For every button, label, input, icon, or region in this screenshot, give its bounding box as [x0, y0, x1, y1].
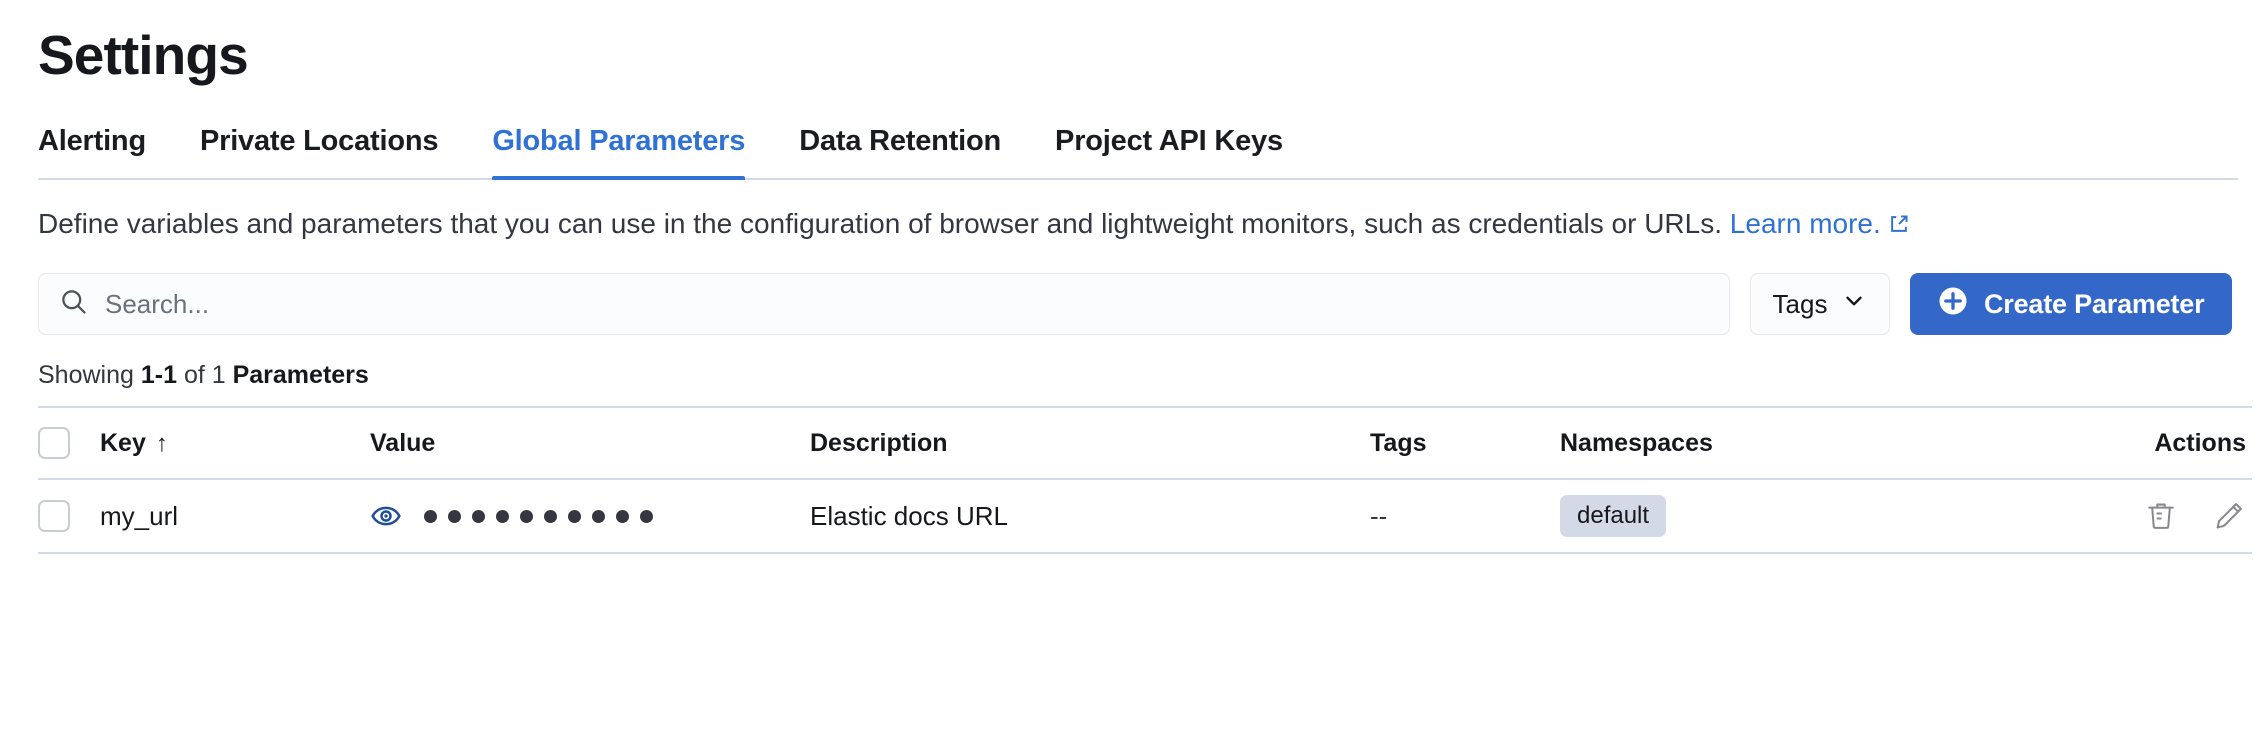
column-header-key-label: Key: [100, 428, 146, 457]
sort-ascending-icon: ↑: [155, 429, 168, 457]
cell-value: [370, 500, 810, 532]
tags-filter-label: Tags: [1772, 288, 1828, 319]
controls-row: Search... Tags Create Parameter: [22, 273, 2240, 336]
row-select-checkbox[interactable]: [38, 500, 70, 533]
column-header-tags: Tags: [1370, 429, 1560, 458]
create-parameter-label: Create Parameter: [1984, 288, 2205, 319]
tab-private-locations[interactable]: Private Locations: [199, 125, 439, 157]
column-header-value: Value: [370, 429, 810, 458]
tab-global-parameters[interactable]: Global Parameters: [492, 119, 745, 180]
tags-filter-dropdown[interactable]: Tags: [1750, 273, 1890, 336]
row-select-cell: [38, 500, 100, 533]
eye-icon[interactable]: [370, 500, 402, 532]
chevron-down-icon: [1841, 288, 1867, 321]
cell-description: Elastic docs URL: [810, 500, 1008, 531]
column-header-value-label: Value: [370, 428, 436, 457]
cell-actions: [2072, 499, 2252, 533]
summary-entity: Parameters: [232, 361, 369, 390]
results-summary: Showing 1-1 of 1 Parameters: [22, 361, 2240, 390]
namespace-badge: default: [1560, 494, 1667, 538]
description-text: Define variables and parameters that you…: [38, 208, 1730, 239]
trash-icon[interactable]: [2144, 499, 2178, 533]
search-input[interactable]: Search...: [38, 273, 1730, 336]
page-title: Settings: [38, 24, 249, 86]
column-header-key[interactable]: Key ↑: [100, 429, 370, 458]
summary-range: 1-1: [140, 361, 177, 390]
tab-alerting[interactable]: Alerting: [38, 125, 146, 157]
column-header-tags-label: Tags: [1370, 428, 1427, 457]
tab-list: Alerting Private Locations Global Parame…: [38, 119, 2238, 180]
tab-project-api-keys[interactable]: Project API Keys: [1055, 125, 1283, 157]
learn-more-label: Learn more.: [1729, 208, 1881, 239]
select-all-checkbox[interactable]: [38, 427, 70, 460]
column-header-actions: Actions: [2072, 429, 2252, 458]
plus-circle-icon: [1938, 286, 1968, 323]
column-header-namespaces: Namespaces: [1560, 429, 2072, 458]
external-link-icon: [1888, 209, 1910, 243]
select-all-cell: [38, 427, 100, 460]
learn-more-link[interactable]: Learn more.: [1730, 208, 1910, 239]
tab-data-retention[interactable]: Data Retention: [799, 125, 1002, 157]
column-header-description-label: Description: [810, 428, 948, 457]
column-header-actions-label: Actions: [2154, 428, 2246, 457]
create-parameter-button[interactable]: Create Parameter: [1910, 273, 2233, 336]
table-header-row: Key ↑ Value Description Tags Namespaces A…: [38, 406, 2252, 478]
parameters-table: Key ↑ Value Description Tags Namespaces A…: [22, 406, 2252, 555]
tabs-container: Alerting Private Locations Global Parame…: [22, 119, 2240, 180]
column-header-description: Description: [810, 429, 1370, 458]
page-description: Define variables and parameters that you…: [22, 207, 2202, 243]
summary-middle: of 1: [177, 361, 233, 390]
search-placeholder: Search...: [105, 288, 210, 319]
summary-prefix: Showing: [38, 361, 141, 390]
search-icon: [59, 287, 89, 322]
cell-tags: --: [1370, 500, 1388, 531]
cell-key: my_url: [100, 500, 179, 531]
masked-value: [424, 509, 653, 523]
cell-namespaces: default: [1560, 494, 2072, 538]
pencil-icon[interactable]: [2212, 499, 2246, 533]
column-header-namespaces-label: Namespaces: [1560, 428, 1713, 457]
table-row: my_url Elastic docs URL -- default: [38, 478, 2252, 555]
